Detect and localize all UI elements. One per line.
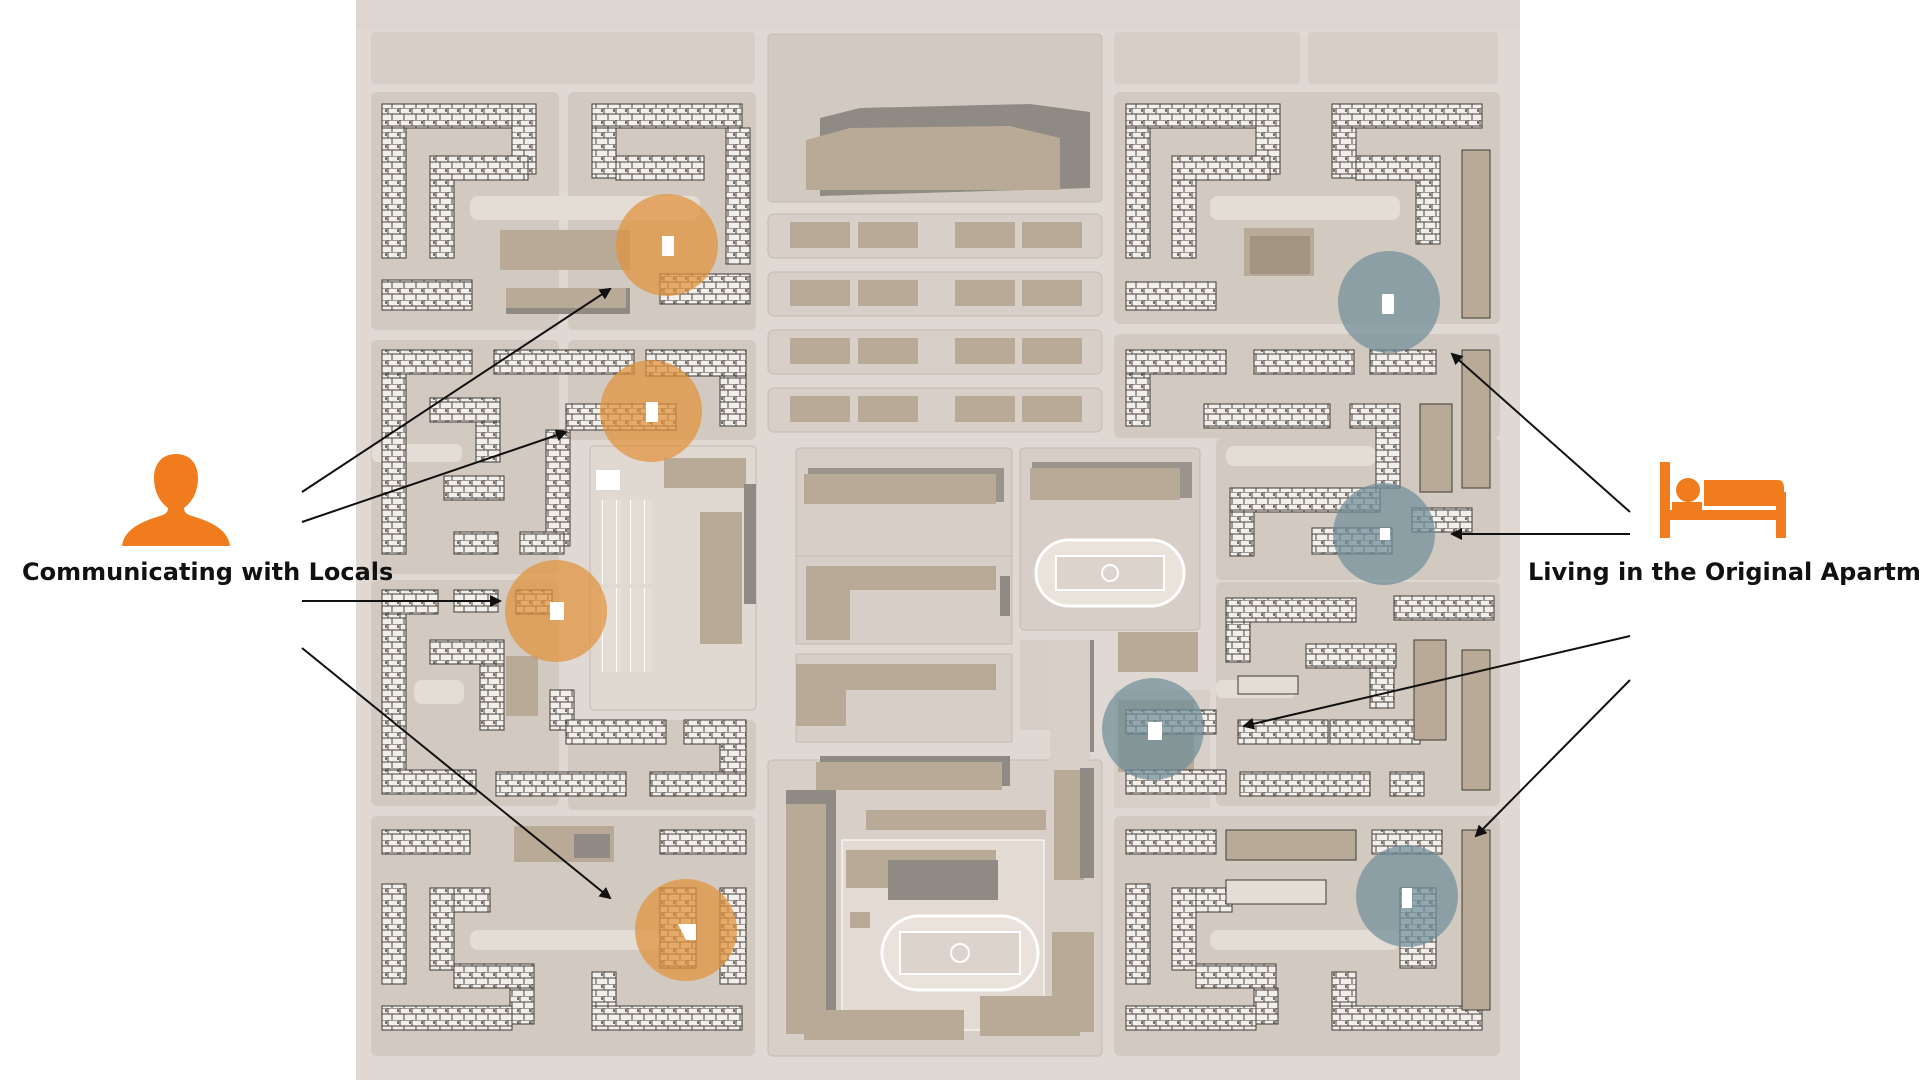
living-marker [1356, 845, 1458, 947]
legend-label-living: Living in the Original Apartment [1528, 558, 1920, 586]
top-strip [371, 32, 755, 84]
top-strip [1114, 32, 1300, 84]
communicating-markers [505, 194, 737, 981]
map-top-band [356, 0, 1520, 28]
garage-rows [767, 213, 1103, 433]
communicating-marker [600, 360, 702, 462]
living-markers [1102, 251, 1458, 947]
living-marker [1333, 483, 1435, 585]
communicating-marker [505, 560, 607, 662]
legend-label-communicating: Communicating with Locals [22, 558, 394, 586]
living-marker [1102, 678, 1204, 780]
left-middle-area [589, 445, 757, 711]
left-arrows [301, 287, 612, 900]
central-mid-complex [795, 555, 1198, 756]
living-marker [1338, 251, 1440, 353]
right-arrows [1242, 352, 1631, 838]
mid-buildings [500, 228, 1314, 862]
top-strip [1308, 32, 1498, 84]
communicating-marker [616, 194, 718, 296]
building [806, 126, 1060, 190]
bed-icon [1660, 462, 1786, 538]
person-icon [122, 454, 230, 546]
central-lower-complex [767, 640, 1103, 1057]
communicating-marker [635, 879, 737, 981]
